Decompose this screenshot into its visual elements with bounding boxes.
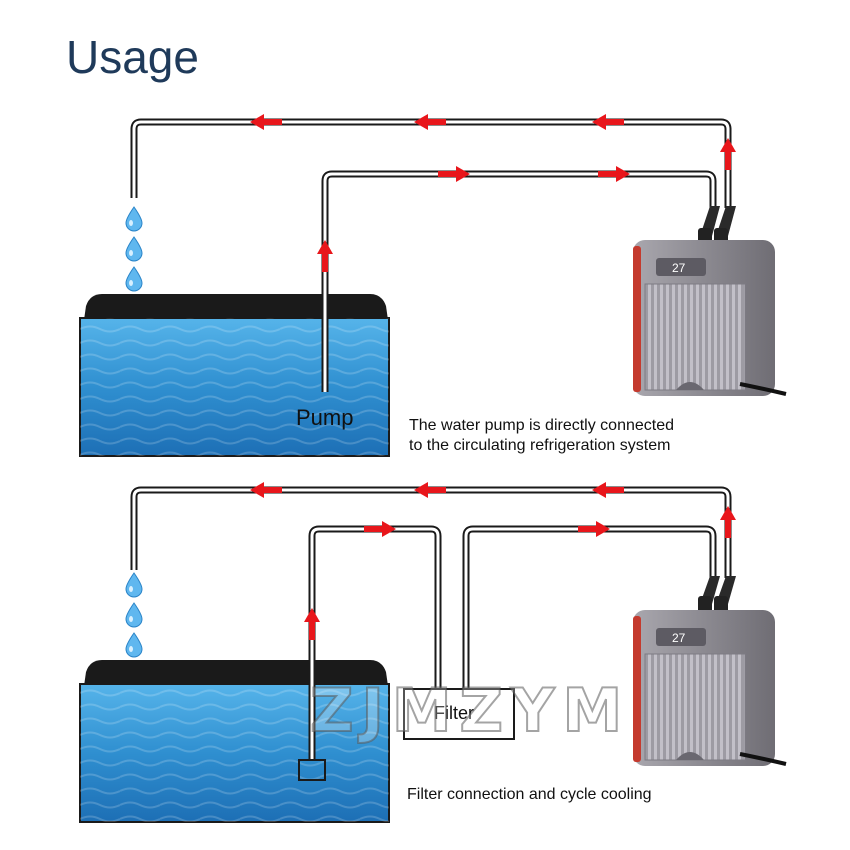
return-pipe: [130, 118, 732, 208]
flow-arrow-right: [438, 166, 470, 182]
bottom-caption: Filter connection and cycle cooling: [407, 786, 652, 803]
water-drop-icon: [125, 206, 143, 232]
flow-arrow-left: [592, 482, 624, 498]
flow-arrows: [250, 482, 736, 640]
top-diagram: 27: [79, 114, 787, 457]
flow-arrow-right: [598, 166, 630, 182]
supply-pipe: [321, 170, 717, 392]
chiller-unit: 27: [633, 576, 787, 766]
top-caption-line-1: The water pump is directly connected: [409, 417, 675, 434]
chiller-display: 27: [672, 631, 686, 645]
flow-arrow-left: [250, 114, 282, 130]
water-drop-icon: [125, 632, 143, 658]
water-drop-icon: [125, 602, 143, 628]
flow-arrow-up: [304, 608, 320, 640]
water-drop-icon: [125, 572, 143, 598]
flow-arrow-up: [317, 240, 333, 272]
water-drop-icon: [125, 236, 143, 262]
water-drop-icon: [125, 266, 143, 292]
pump-icon: [298, 759, 326, 781]
watermark: ZJMZYM: [309, 675, 631, 747]
chiller-display: 27: [672, 261, 686, 275]
flow-arrow-left: [592, 114, 624, 130]
bottom-diagram: 27: [79, 482, 787, 823]
filter-label: Filter: [434, 703, 474, 723]
filter-box: [403, 688, 515, 740]
flow-arrows: [250, 114, 736, 272]
page-title: Usage: [66, 31, 199, 83]
flow-arrow-up: [720, 138, 736, 170]
flow-arrow-left: [250, 482, 282, 498]
chiller-unit: 27: [633, 206, 787, 396]
flow-arrow-left: [414, 482, 446, 498]
flow-arrow-right: [578, 521, 610, 537]
water-tank: [79, 294, 390, 457]
top-caption: The water pump is directly connected to …: [409, 416, 729, 456]
water-tank: [79, 660, 390, 823]
flow-arrow-left: [414, 114, 446, 130]
pump-label: Pump: [296, 405, 354, 430]
return-pipe: [130, 486, 732, 578]
flow-arrow-up: [720, 506, 736, 538]
top-caption-line-2: to the circulating refrigeration system: [409, 437, 671, 454]
flow-arrow-right: [364, 521, 396, 537]
